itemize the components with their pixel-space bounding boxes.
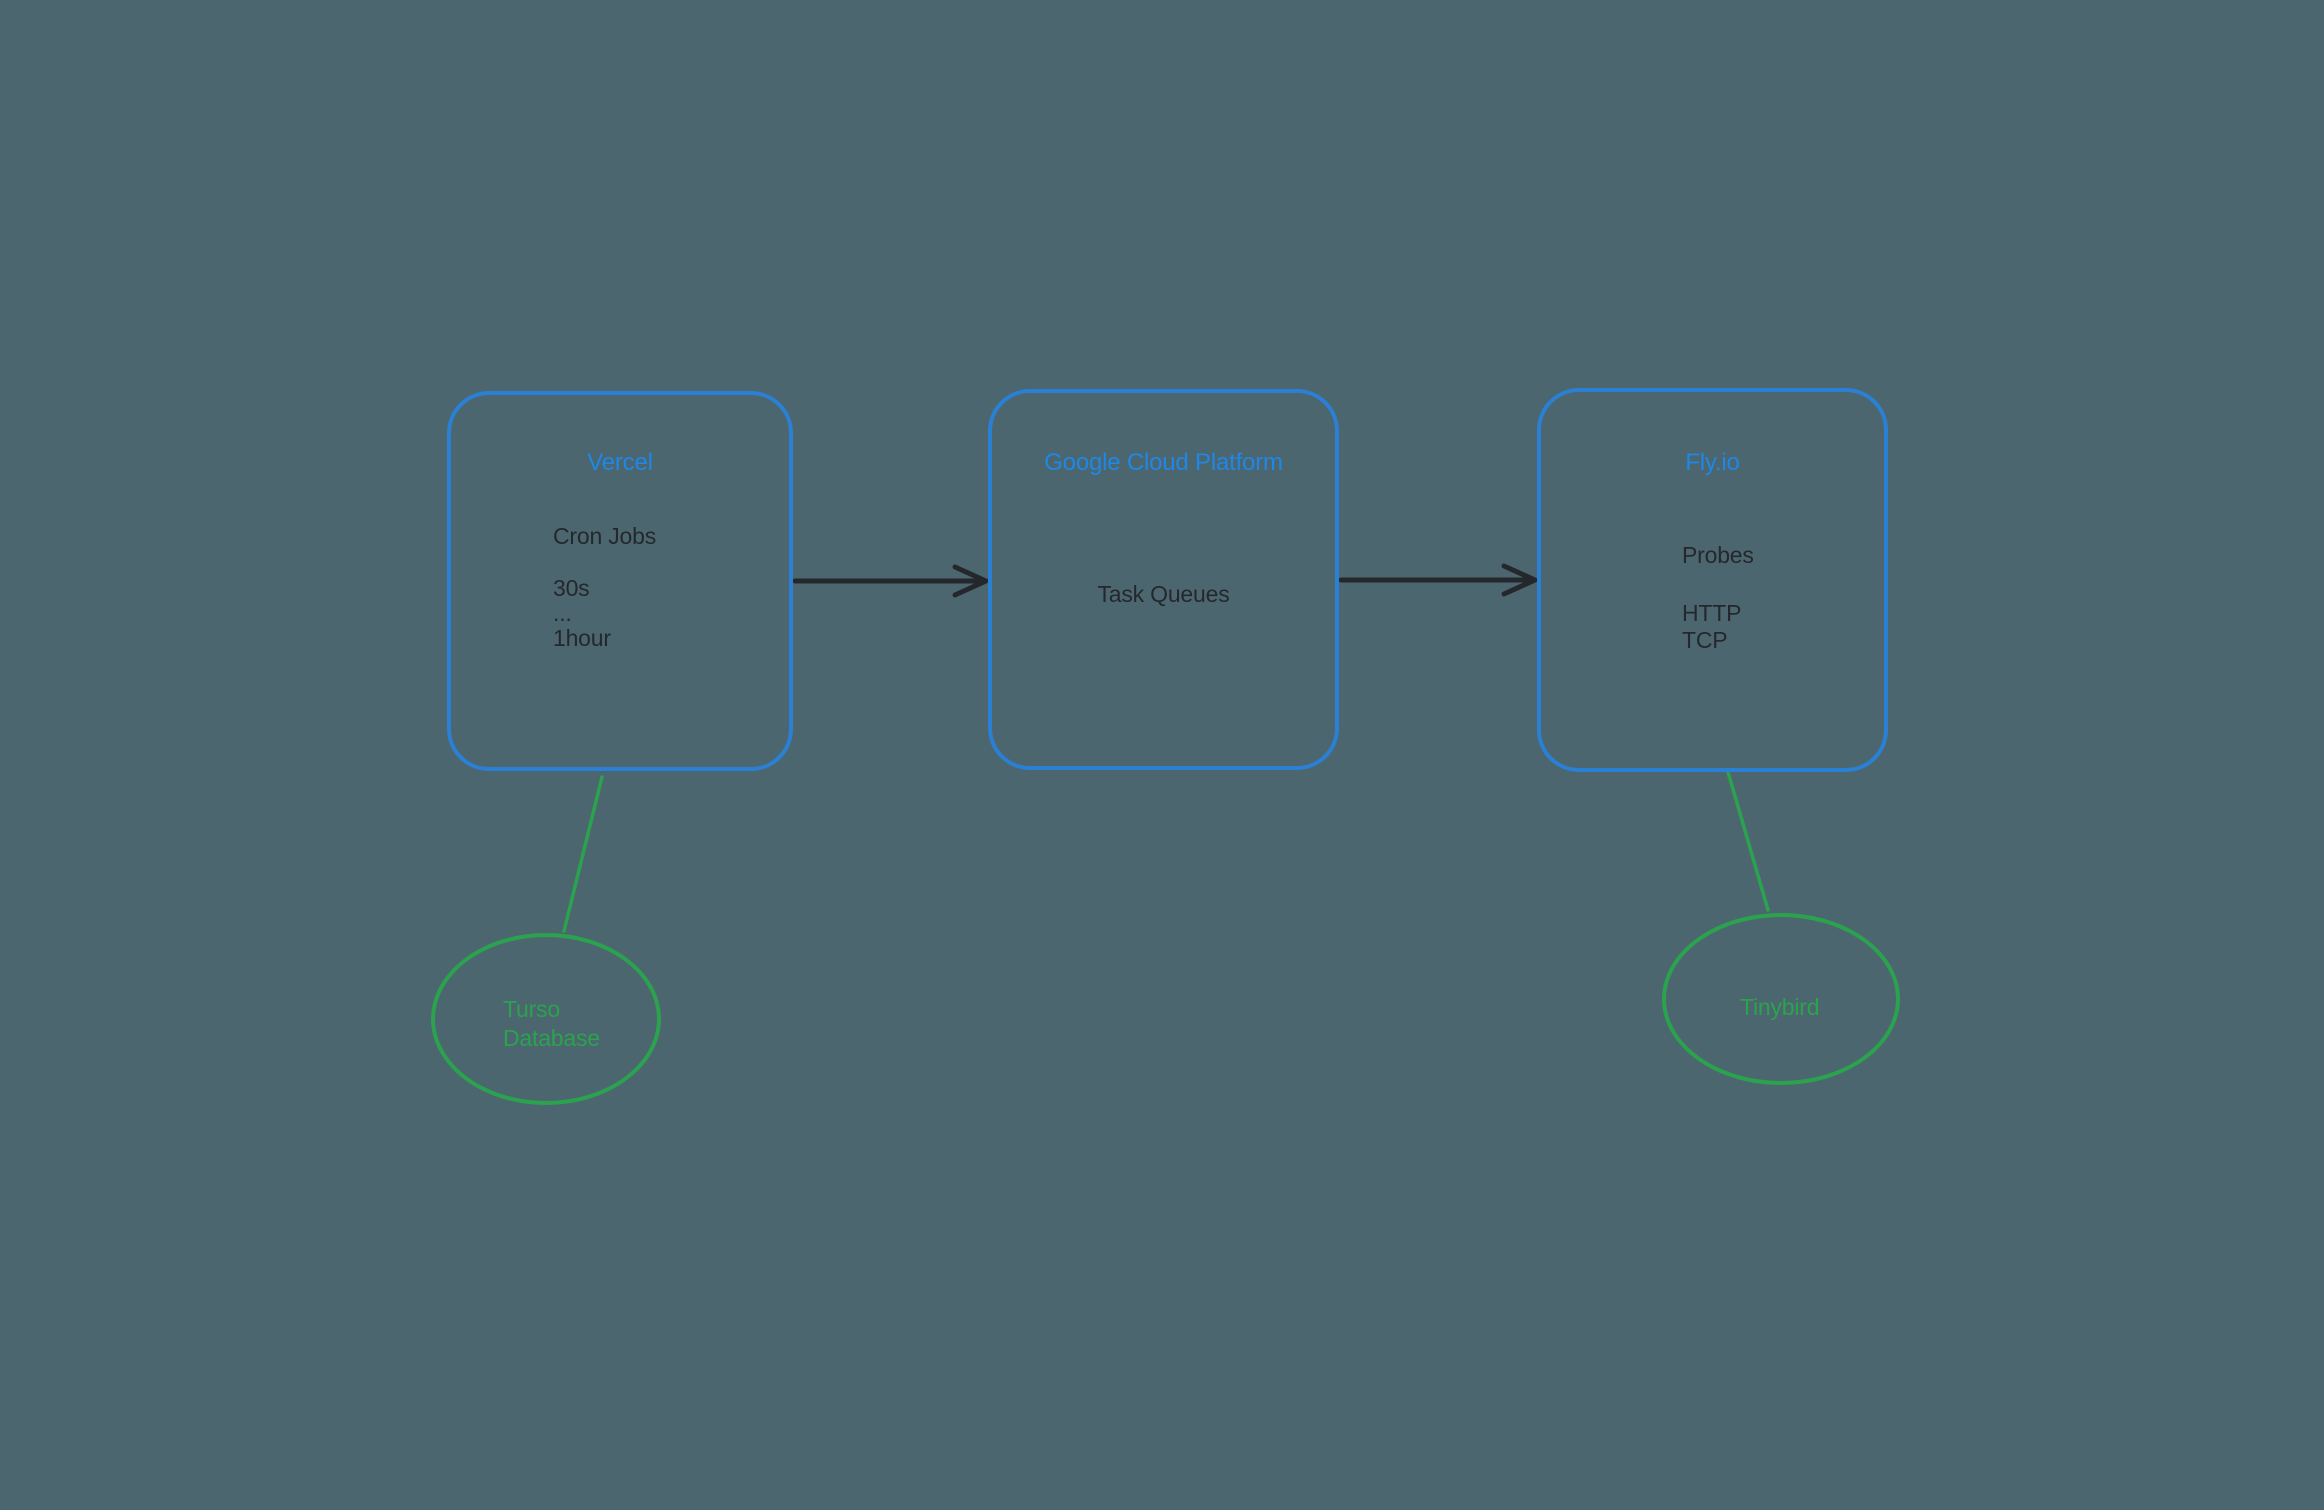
node-gcp-title: Google Cloud Platform bbox=[1044, 449, 1283, 476]
arrow-vercel-to-gcp[interactable] bbox=[792, 564, 989, 598]
node-tinybird[interactable]: Tinybird bbox=[1662, 913, 1900, 1085]
node-turso-database[interactable]: Turso Database bbox=[431, 933, 661, 1105]
interval-line-3: 1hour bbox=[553, 625, 611, 651]
node-vercel-label-cron-jobs: Cron Jobs bbox=[553, 523, 657, 549]
arrow-gcp-to-fly[interactable] bbox=[1338, 563, 1538, 597]
node-gcp-label-task-queues: Task Queues bbox=[1097, 581, 1230, 607]
tinybird-line-1: Tinybird bbox=[1740, 994, 1820, 1020]
node-fly-title: Fly.io bbox=[1685, 449, 1740, 476]
connector-vercel-to-turso[interactable] bbox=[562, 775, 604, 933]
node-turso-label: Turso Database bbox=[503, 995, 600, 1053]
node-tinybird-label: Tinybird bbox=[1740, 993, 1820, 1022]
node-vercel-label-intervals: 30s ... 1hour bbox=[553, 576, 611, 651]
node-vercel-title: Vercel bbox=[587, 449, 653, 476]
protocol-line-1: HTTP bbox=[1682, 600, 1742, 626]
turso-line-2: Database bbox=[503, 1025, 600, 1051]
node-vercel[interactable]: Vercel Cron Jobs 30s ... 1hour bbox=[447, 391, 793, 771]
node-fly-label-protocols: HTTP TCP bbox=[1682, 600, 1741, 654]
node-google-cloud-platform[interactable]: Google Cloud Platform Task Queues bbox=[988, 389, 1339, 770]
interval-line-1: 30s bbox=[553, 575, 590, 601]
interval-line-2: ... bbox=[553, 600, 572, 626]
node-fly-io[interactable]: Fly.io Probes HTTP TCP bbox=[1537, 388, 1888, 772]
connector-fly-to-tinybird[interactable] bbox=[1726, 770, 1770, 912]
node-fly-label-probes: Probes bbox=[1682, 542, 1754, 568]
protocol-line-2: TCP bbox=[1682, 627, 1728, 653]
turso-line-1: Turso bbox=[503, 996, 560, 1022]
